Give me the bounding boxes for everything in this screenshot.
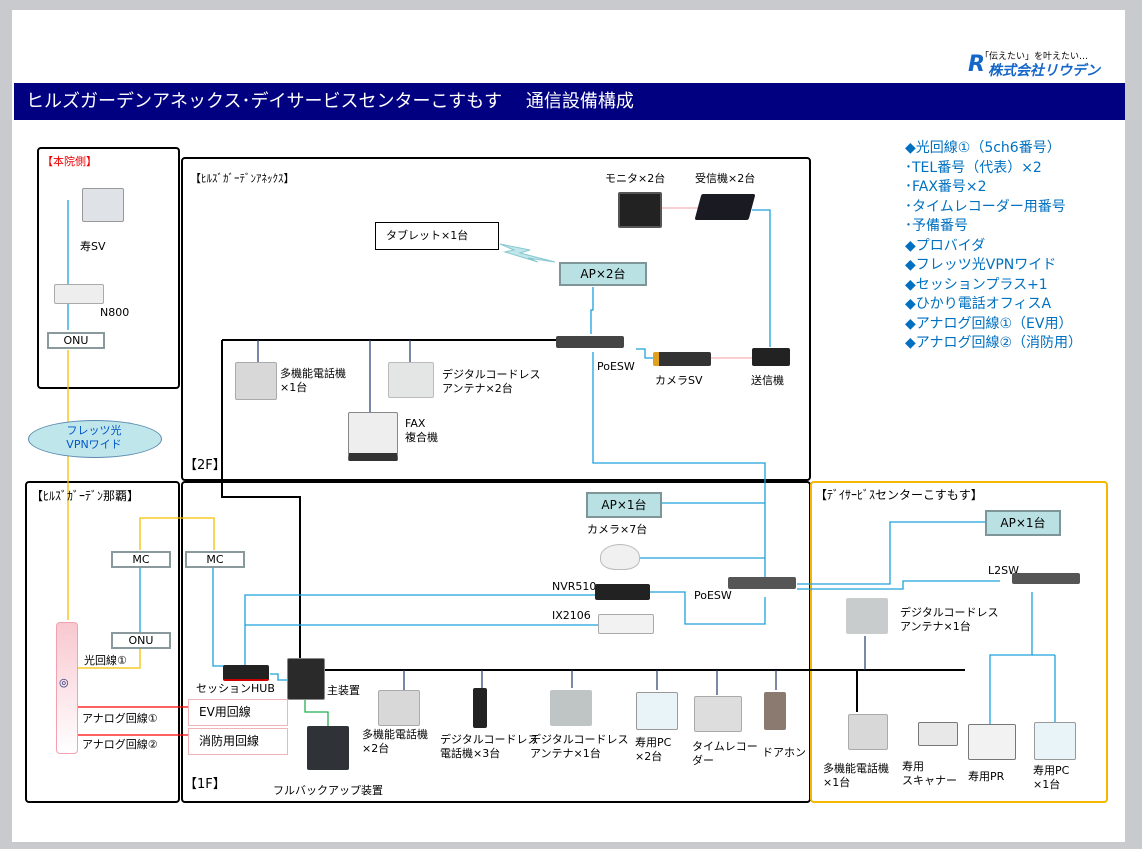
naha-box — [25, 481, 180, 803]
service-item: ◆光回線①（5ch6番号） — [905, 140, 1061, 156]
phone-icon — [378, 690, 420, 726]
fire-line-box: 消防用回線 — [188, 728, 288, 755]
honin-box — [37, 147, 180, 389]
router-icon — [598, 614, 654, 634]
service-item: ◆プロバイダ — [905, 237, 986, 254]
mc-box: MC — [111, 551, 171, 568]
server-pc-icon — [82, 188, 124, 222]
receiver-icon — [694, 194, 756, 220]
page-title: ヒルズガーデンアネックス･デイサービスセンターこすもす 通信設備構成 — [26, 91, 634, 112]
onu-box: ONU — [111, 632, 171, 649]
ap-box: AP×2台 — [559, 262, 647, 286]
phone-icon — [235, 362, 277, 400]
camera-server-icon — [653, 352, 711, 366]
poe-switch-icon — [728, 577, 796, 589]
ntt-logo-icon: ◎ — [59, 676, 69, 689]
service-item: ･予備番号 — [905, 218, 968, 234]
service-item: ･TEL番号（代表）×2 — [905, 159, 1042, 176]
main-unit-icon — [287, 658, 325, 700]
printer-icon — [968, 724, 1016, 760]
ap-box: AP×1台 — [985, 510, 1061, 536]
mc-box: MC — [185, 551, 245, 568]
service-item: ◆アナログ回線①（EV用） — [905, 315, 1073, 332]
day-service-box — [810, 481, 1108, 803]
black-line — [221, 340, 301, 660]
logo-r-mark: R — [968, 52, 985, 77]
service-item: ◆ひかり電話オフィスA — [905, 296, 1052, 312]
ev-line-box: EV用回線 — [188, 699, 288, 726]
wireless-signal-icon — [499, 243, 556, 263]
services-list: ◆光回線①（5ch6番号） ･TEL番号（代表）×2 ･FAX番号×2 ･タイム… — [905, 139, 1082, 354]
session-hub-icon — [223, 665, 269, 681]
router-icon — [54, 284, 104, 304]
phone-icon — [848, 714, 888, 750]
service-item: ◆フレッツ光VPNワイド — [905, 257, 1057, 273]
fax-icon — [348, 412, 398, 461]
vpn-cloud — [28, 420, 162, 458]
company-logo: 「伝えたい」を叶えたい… R 株式会社リウデン — [968, 52, 1100, 79]
pc-icon — [636, 692, 678, 730]
backup-device-icon — [307, 726, 349, 770]
onu-box: ONU — [47, 332, 105, 349]
tablet-label: タブレット×1台 — [375, 222, 499, 250]
ap-box: AP×1台 — [586, 492, 662, 518]
scanner-icon — [918, 722, 958, 746]
poe-switch-icon — [556, 336, 624, 348]
service-item: ◆アナログ回線②（消防用） — [905, 335, 1083, 351]
camera-icon — [600, 544, 640, 570]
antenna-icon — [550, 690, 592, 726]
service-item: ･FAX番号×2 — [905, 179, 987, 195]
l2-switch-icon — [1012, 573, 1080, 584]
ntt-termination-bar — [56, 622, 78, 754]
cordless-phone-icon — [473, 688, 487, 728]
service-item: ◆セッションプラス+1 — [905, 276, 1048, 293]
door-phone-icon — [764, 692, 786, 730]
header-bar: ヒルズガーデンアネックス･デイサービスセンターこすもす 通信設備構成 — [14, 83, 1125, 120]
antenna-icon — [388, 362, 434, 398]
service-item: ･タイムレコーダー用番号 — [905, 198, 1066, 215]
transmitter-icon — [752, 348, 790, 366]
antenna-icon — [846, 598, 888, 634]
nvr-icon — [595, 584, 650, 600]
monitor-icon — [618, 192, 662, 228]
pc-icon — [1034, 722, 1076, 760]
time-recorder-icon — [694, 696, 742, 732]
annex-2f-box — [181, 157, 811, 481]
